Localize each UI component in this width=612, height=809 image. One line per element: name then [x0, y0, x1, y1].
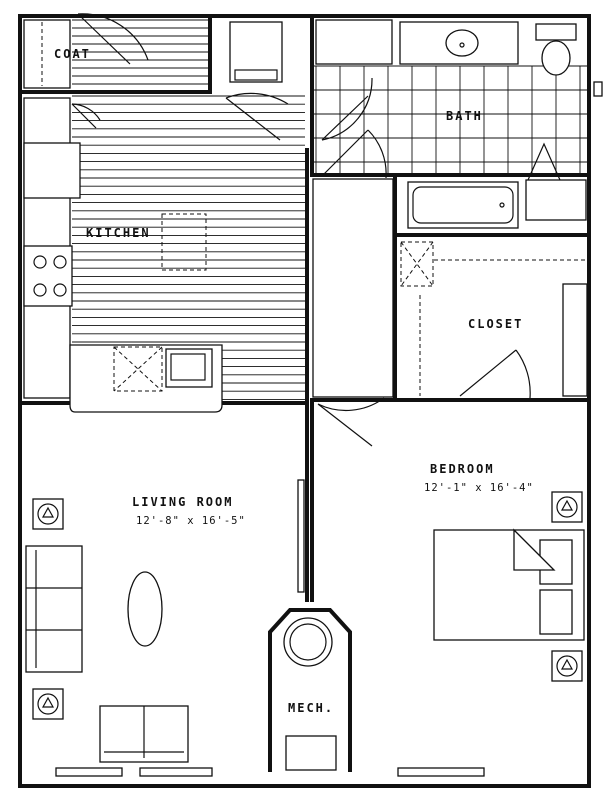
bathtub-icon [407, 181, 519, 229]
coffee-table [127, 571, 163, 647]
burner-icon [53, 255, 67, 269]
hall-closet [312, 178, 588, 399]
pocket-door [297, 479, 305, 593]
room-doors [297, 397, 385, 593]
bed [433, 528, 585, 641]
bedroom-dimensions: 12'-1" x 16'-4" [424, 482, 534, 494]
window-icon [593, 81, 603, 97]
sofa [25, 545, 83, 673]
kitchen-label: KITCHEN [86, 226, 151, 240]
kitchen-cabinets [23, 97, 223, 413]
bath-fixtures [315, 19, 587, 229]
kitchen-island [161, 213, 207, 271]
burner-icon [33, 283, 47, 297]
door-swing-icon [317, 397, 385, 447]
bath-label: BATH [446, 109, 483, 123]
burner-icon [53, 283, 67, 297]
ceiling-fixture-icon [551, 650, 583, 682]
windows [55, 81, 603, 777]
toilet-tank-icon [535, 23, 577, 41]
interior-walls [18, 14, 591, 602]
window-icon [397, 767, 485, 777]
closet-label: CLOSET [468, 317, 523, 331]
microwave-icon [165, 348, 213, 388]
ceiling-fixture-icon [551, 491, 583, 523]
pillow [539, 589, 573, 635]
ceiling-fixtures [32, 491, 583, 720]
window-icon [55, 767, 123, 777]
bath-tile-grid [312, 65, 589, 175]
coat-label: COAT [54, 47, 91, 61]
ceiling-fixture-icon [32, 498, 64, 530]
coat-closet [23, 13, 149, 89]
window-icon [139, 767, 213, 777]
ceiling-fixture-icon [32, 688, 64, 720]
burner-icon [33, 255, 47, 269]
toilet-icon [541, 40, 571, 76]
mech-label: MECH. [288, 701, 334, 715]
water-heater-icon [283, 617, 333, 667]
living-furniture [25, 545, 189, 763]
living-room-label: LIVING ROOM [132, 495, 233, 509]
mech-closet [268, 608, 352, 772]
laundry-unit [225, 21, 289, 141]
living-room-dimensions: 12'-8" x 16'-5" [136, 515, 246, 527]
bedroom-label: BEDROOM [430, 462, 495, 476]
